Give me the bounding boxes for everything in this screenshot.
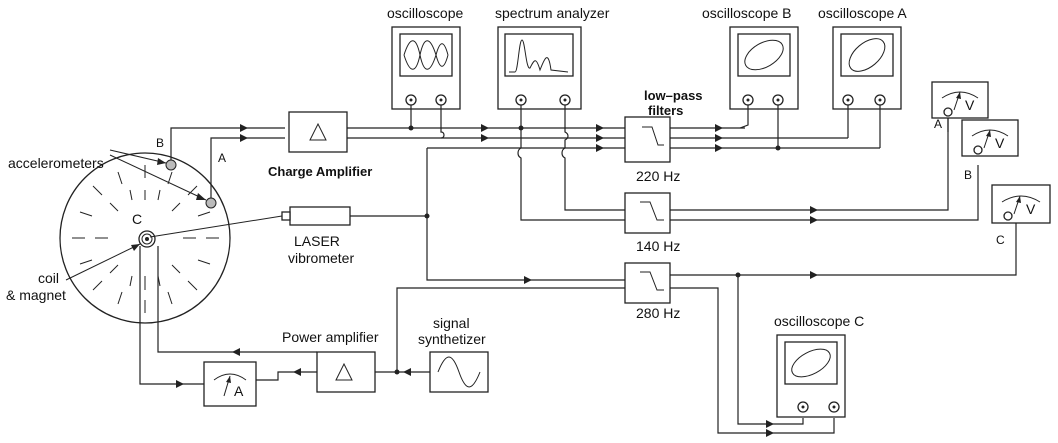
voltmeter-a: V (931, 81, 989, 119)
magnet-label: & magnet (6, 287, 66, 303)
ammeter: A (203, 361, 257, 407)
oscilloscope-label: oscilloscope (387, 5, 463, 21)
voltmeter-b-label: B (964, 168, 972, 182)
accelerometer-b-icon (165, 159, 177, 171)
filter-280hz (624, 262, 671, 304)
oscilloscope-a (832, 26, 902, 110)
oscilloscope-c-label: oscilloscope C (774, 313, 864, 329)
sine-wave-icon (437, 356, 481, 388)
oscilloscope-b-label: oscilloscope B (702, 5, 792, 21)
signal-label: signal (433, 315, 470, 331)
oscilloscope-top (391, 26, 461, 110)
charge-amplifier-label: Charge Amplifier (268, 164, 372, 179)
vibrating-plate (59, 152, 231, 324)
triangle-amplifier-icon (309, 122, 327, 141)
charge-amplifier-box (288, 111, 348, 153)
filter-280hz-label: 280 Hz (636, 305, 680, 321)
power-amplifier-box (316, 351, 376, 393)
accelerometer-a-icon (205, 197, 217, 209)
filter-220hz-label: 220 Hz (636, 168, 680, 184)
svg-text:V: V (1026, 201, 1036, 217)
signal-synthetizer (429, 351, 489, 393)
accelerometers-label: accelerometers (8, 155, 104, 171)
oscilloscope-a-label: oscilloscope A (818, 5, 907, 21)
svg-text:V: V (995, 135, 1005, 151)
voltmeter-a-label: A (934, 117, 942, 131)
low-pass-label: low–pass (644, 88, 703, 103)
laser-vibrometer (281, 206, 351, 226)
voltmeter-b: V (961, 119, 1019, 157)
power-amplifier-label: Power amplifier (282, 329, 379, 345)
oscilloscope-c (776, 334, 846, 418)
synthetizer-label: synthetizer (418, 331, 486, 347)
triangle-amplifier-icon (335, 362, 353, 381)
laser-label: LASER (294, 233, 340, 249)
filter-140hz-label: 140 Hz (636, 238, 680, 254)
filter-220hz (624, 116, 671, 163)
coil-label: coil (38, 270, 59, 286)
filters-label: filters (648, 103, 683, 118)
point-c-label: C (132, 211, 142, 227)
spectrum-analyzer-label: spectrum analyzer (495, 5, 610, 21)
point-a-label: A (218, 151, 226, 165)
voltmeter-c-label: C (996, 233, 1005, 247)
svg-text:A: A (234, 383, 244, 399)
spectrum-analyzer (497, 26, 582, 110)
voltmeter-c: V (991, 184, 1051, 224)
oscilloscope-b (729, 26, 799, 110)
vibrometer-label: vibrometer (288, 250, 354, 266)
point-b-label: B (156, 136, 164, 150)
filter-140hz (624, 192, 671, 234)
svg-text:V: V (965, 97, 975, 113)
